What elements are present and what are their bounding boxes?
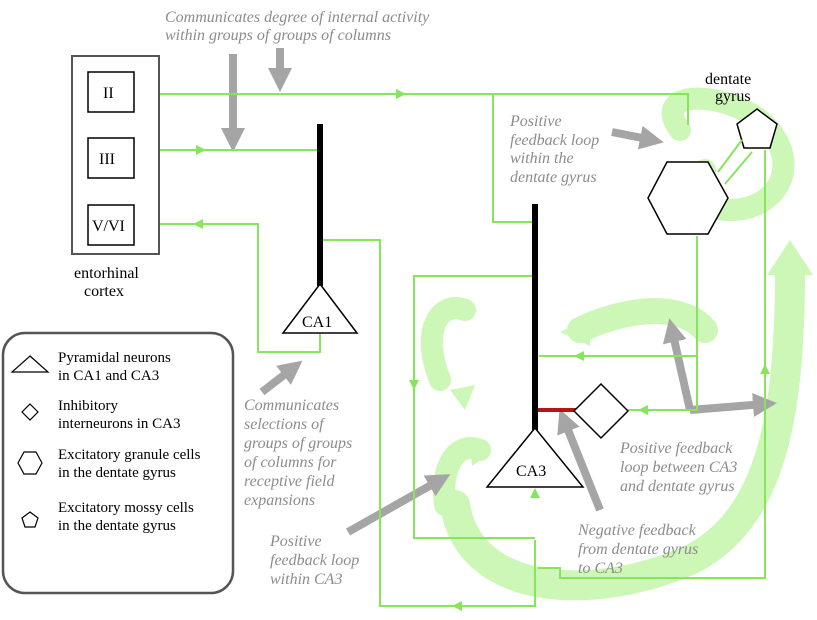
annot-posdg-2: feedback loop: [510, 132, 599, 149]
layer-iii-box: [87, 137, 135, 179]
pathway-arrowheads: [193, 89, 770, 611]
mossy-cell-pentagon: [736, 108, 778, 149]
legend-gran-1: Excitatory granule cells: [58, 447, 201, 463]
inhibitory-interneuron: [572, 382, 630, 440]
legend: Pyramidal neurons in CA1 and CA3 Inhibit…: [1, 331, 235, 595]
pathway-ca3-to-vvi: [538, 150, 766, 579]
annot-posca3-3: within CA3: [270, 571, 342, 588]
annot-posca3dg-1: Positive feedback: [619, 440, 733, 457]
legend-frame: [1, 331, 235, 595]
annotation-arrows: [221, 48, 777, 536]
ah-ca3-out: [530, 488, 540, 498]
annot-neg-1: Negative feedback: [577, 522, 697, 539]
annot-sel-6: expansions: [244, 492, 315, 509]
legend-pentagon-icon: [21, 511, 39, 528]
loop-head-ca3-left: [450, 385, 475, 410]
ento-label-2: cortex: [84, 283, 124, 300]
annot-sel-1: Communicates: [244, 397, 339, 414]
ca3-soma: [485, 426, 585, 488]
dg-label-2: gyrus: [715, 88, 751, 105]
ah-iii: [196, 145, 206, 155]
ah-ii: [396, 89, 406, 99]
legend-inh-2: interneurons in CA3: [58, 416, 180, 432]
legend-diamond-icon: [21, 403, 39, 421]
annot-top-2: within groups of groups of columns: [165, 27, 391, 44]
pathway-ca3-recurrent: [413, 275, 535, 539]
annot-neg-2: from dentate gyrus: [578, 541, 698, 558]
annot-posdg-4: dentate gyrus: [510, 169, 597, 186]
layer-ii-label: II: [103, 85, 114, 102]
layer-iii-label: III: [99, 151, 115, 168]
ca1-label: CA1: [302, 314, 332, 331]
annot-top-1: Communicates degree of internal activity: [165, 9, 430, 26]
arrow-neg-feedback: [557, 408, 604, 512]
annot-posca3dg-3: and dentate gyrus: [620, 478, 735, 495]
pathway-ii-to-ca3: [492, 94, 535, 223]
dentate-gyrus: dentate gyrus: [647, 71, 778, 235]
annot-posca3dg-2: loop between CA3: [620, 459, 737, 476]
pathway-dg-to-inh: [628, 356, 698, 411]
loop-head-right: [767, 240, 813, 275]
layer-vvi-label: V/VI: [92, 218, 125, 235]
annot-sel-5: receptive field: [244, 473, 335, 490]
large-loop-return: [567, 298, 718, 343]
arrow-selections: [259, 360, 303, 396]
ca3-loop-left: [420, 297, 476, 391]
legend-mossy-1: Excitatory mossy cells: [58, 500, 194, 516]
dg-link-up: [717, 139, 743, 173]
entorhinal-cortex: II III V/VI entorhinal cortex: [71, 55, 160, 300]
pathway-vvi-return: [136, 223, 321, 353]
loop-head-left: [560, 318, 590, 346]
annot-posca3-1: Positive: [269, 533, 322, 550]
annot-sel-2: selections of: [244, 416, 326, 433]
annot-posdg-1: Positive: [509, 113, 562, 130]
arrow-ca3-dg-up: [662, 318, 694, 411]
arrow-ca3-dg-right: [689, 392, 777, 417]
legend-gran-2: in the dentate gyrus: [58, 465, 176, 481]
pathways: [136, 93, 766, 607]
ah-inh: [638, 405, 648, 415]
ah-recurrent: [409, 380, 419, 390]
arrow-pos-dg: [611, 125, 664, 150]
arrow-pos-ca3: [346, 474, 451, 536]
ah-vvi: [193, 219, 203, 229]
dg-link-down: [724, 151, 753, 185]
legend-pyr-1: Pyramidal neurons: [58, 350, 171, 366]
legend-pyr-2: in CA1 and CA3: [58, 368, 159, 384]
ah-bottom: [452, 601, 462, 611]
layer-vvi-box: [87, 204, 135, 246]
ento-label-1: entorhinal: [74, 265, 139, 282]
legend-inh-1: Inhibitory: [58, 398, 118, 414]
annot-sel-3: groups of groups: [244, 435, 352, 452]
layer-ii-box: [87, 71, 135, 113]
annot-posca3-2: feedback loop: [270, 552, 359, 569]
ah-ca3-dg: [574, 351, 584, 361]
ca1-neuron: CA1: [281, 124, 359, 334]
ah-right: [760, 364, 770, 374]
annotations: Communicates degree of internal activity…: [165, 9, 737, 588]
legend-triangle-icon: [10, 355, 50, 373]
pathway-ca1-to-vvi: [320, 239, 536, 607]
pathway-ii-to-dg: [136, 93, 689, 125]
background-loop-heads: [450, 240, 813, 466]
large-loop-ca3-dg: [440, 255, 805, 601]
annot-neg-3: to CA3: [578, 560, 623, 577]
annot-sel-4: of columns for: [244, 454, 337, 471]
ca1-soma: [281, 282, 359, 334]
ca3-neuron: CA3: [485, 204, 630, 488]
annot-posdg-3: within the: [510, 150, 574, 167]
loop-head-ca3-bottom: [470, 440, 492, 466]
legend-hexagon-icon: [17, 451, 43, 475]
ca3-label: CA3: [516, 463, 546, 480]
granule-cell-hexagon: [647, 161, 729, 235]
dg-label-1: dentate: [705, 71, 751, 88]
legend-mossy-2: in the dentate gyrus: [58, 518, 176, 534]
